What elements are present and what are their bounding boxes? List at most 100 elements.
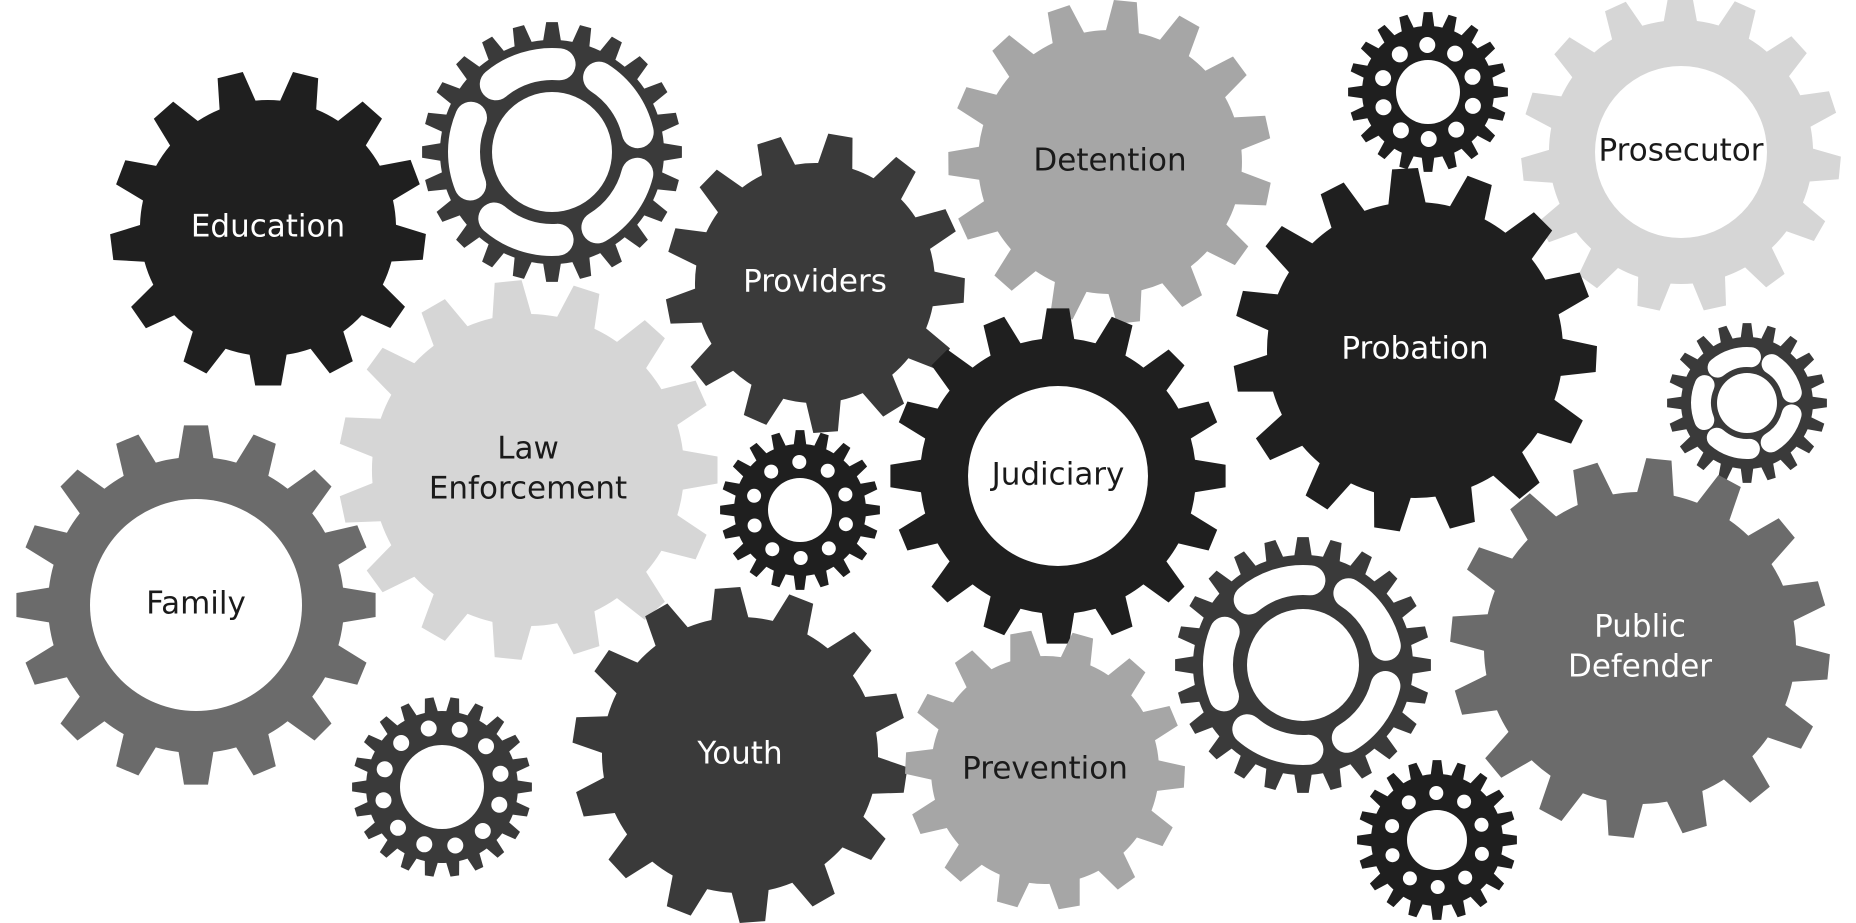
gear-detention: Detention <box>948 0 1271 324</box>
gear-judiciary: Judiciary <box>890 308 1226 644</box>
sprocket-hole <box>1391 46 1408 63</box>
sprocket-hole <box>765 542 780 557</box>
gear-sprocket-top-2 <box>1348 12 1508 172</box>
gear-family-label: Family <box>146 586 246 622</box>
sprocket-hole <box>1448 121 1465 138</box>
gear-body <box>572 587 908 923</box>
gear-hub <box>492 92 612 212</box>
sprocket-hole <box>478 738 494 755</box>
gear-prevention: Prevention <box>905 630 1185 910</box>
sprocket-hole <box>1385 819 1400 834</box>
sprocket-hole <box>447 837 464 854</box>
gear-prevention-label: Prevention <box>962 751 1128 787</box>
sprocket-hole <box>1464 97 1481 114</box>
sprocket-hole <box>1474 846 1489 861</box>
gear-hub <box>768 478 832 542</box>
sprocket-slot <box>581 157 654 244</box>
gear-hub <box>968 386 1148 566</box>
gear-hub <box>90 499 302 711</box>
sprocket-hole <box>1458 870 1473 885</box>
gear-detention-label: Detention <box>1033 143 1186 179</box>
sprocket-hole <box>838 487 853 502</box>
sprocket-hole <box>820 463 835 478</box>
sprocket-hole <box>764 464 779 479</box>
sprocket-hole <box>821 541 836 556</box>
gear-body <box>110 72 426 386</box>
sprocket-hole <box>1474 817 1489 832</box>
gear-law-enforcement-label-line-1: Law <box>497 431 559 467</box>
sprocket-hole <box>416 836 433 853</box>
sprocket-hole <box>792 455 807 469</box>
sprocket-hole <box>1419 37 1436 53</box>
sprocket-hole <box>1402 871 1417 886</box>
gear-sprocket-top-1 <box>422 22 682 282</box>
sprocket-hole <box>1447 45 1464 62</box>
sprocket-hole <box>375 792 392 809</box>
gear-prosecutor-label: Prosecutor <box>1599 133 1764 169</box>
sprocket-slot <box>479 47 576 101</box>
sprocket-slot <box>1333 578 1401 661</box>
sprocket-slot <box>1706 427 1760 459</box>
sprocket-hole <box>1385 848 1400 863</box>
sprocket-hole <box>1401 795 1416 810</box>
sprocket-hole <box>747 518 762 533</box>
gear-providers-label: Providers <box>743 264 887 300</box>
sprocket-hole <box>747 488 762 503</box>
gear-prosecutor: Prosecutor <box>1521 0 1841 311</box>
gear-hub <box>400 745 484 829</box>
sprocket-hole <box>1375 70 1392 87</box>
gear-sprocket-bottom-left <box>352 697 532 877</box>
sprocket-slot <box>1691 375 1715 430</box>
gear-body <box>1450 458 1830 838</box>
sprocket-hole <box>793 551 808 565</box>
gear-hub <box>1407 810 1467 870</box>
sprocket-hole <box>451 721 468 738</box>
sprocket-hole <box>1464 68 1481 85</box>
sprocket-slot <box>1233 564 1326 615</box>
sprocket-slot <box>448 101 487 201</box>
sprocket-hole <box>1420 131 1437 147</box>
gear-youth-label: Youth <box>696 736 782 772</box>
sprocket-slot <box>583 61 654 149</box>
sprocket-slot <box>1707 347 1761 378</box>
gear-hub <box>1595 66 1767 238</box>
gear-education: Education <box>110 72 426 386</box>
gear-body <box>948 0 1271 324</box>
sprocket-hole <box>420 720 437 737</box>
gear-public-defender-label-line-1: Public <box>1594 609 1686 645</box>
sprocket-slot <box>1760 404 1802 453</box>
sprocket-hole <box>393 735 410 751</box>
sprocket-hole <box>1430 880 1445 894</box>
gear-sprocket-middle <box>720 430 880 590</box>
sprocket-hole <box>492 765 509 782</box>
gear-body <box>1233 168 1597 532</box>
gear-body <box>339 280 718 660</box>
gear-body <box>665 133 965 433</box>
gear-probation-label: Probation <box>1341 331 1488 367</box>
gear-sprocket-right <box>1667 323 1827 483</box>
sprocket-slot <box>1761 354 1802 403</box>
gear-probation: Probation <box>1233 168 1597 532</box>
sprocket-slot <box>1203 616 1240 712</box>
sprocket-hole <box>474 823 491 839</box>
sprocket-slot <box>1331 671 1401 753</box>
sprocket-hole <box>1429 786 1444 800</box>
gear-hub <box>1717 373 1777 433</box>
gear-hub <box>1247 609 1359 721</box>
sprocket-hole <box>1392 122 1409 139</box>
gear-judiciary-label: Judiciary <box>990 457 1125 493</box>
sprocket-slot <box>478 202 574 256</box>
gear-sprocket-lower-right <box>1175 537 1431 793</box>
gear-law-enforcement-label-line-2: Enforcement <box>429 471 627 507</box>
gear-body <box>905 630 1185 910</box>
sprocket-hole <box>1375 99 1392 116</box>
gear-youth: Youth <box>572 587 908 923</box>
sprocket-hole <box>491 796 508 813</box>
gear-public-defender-label-line-2: Defender <box>1568 649 1712 685</box>
gear-sprocket-bottom-right <box>1357 760 1517 920</box>
gear-education-label: Education <box>191 209 345 245</box>
sprocket-hole <box>1457 794 1472 809</box>
